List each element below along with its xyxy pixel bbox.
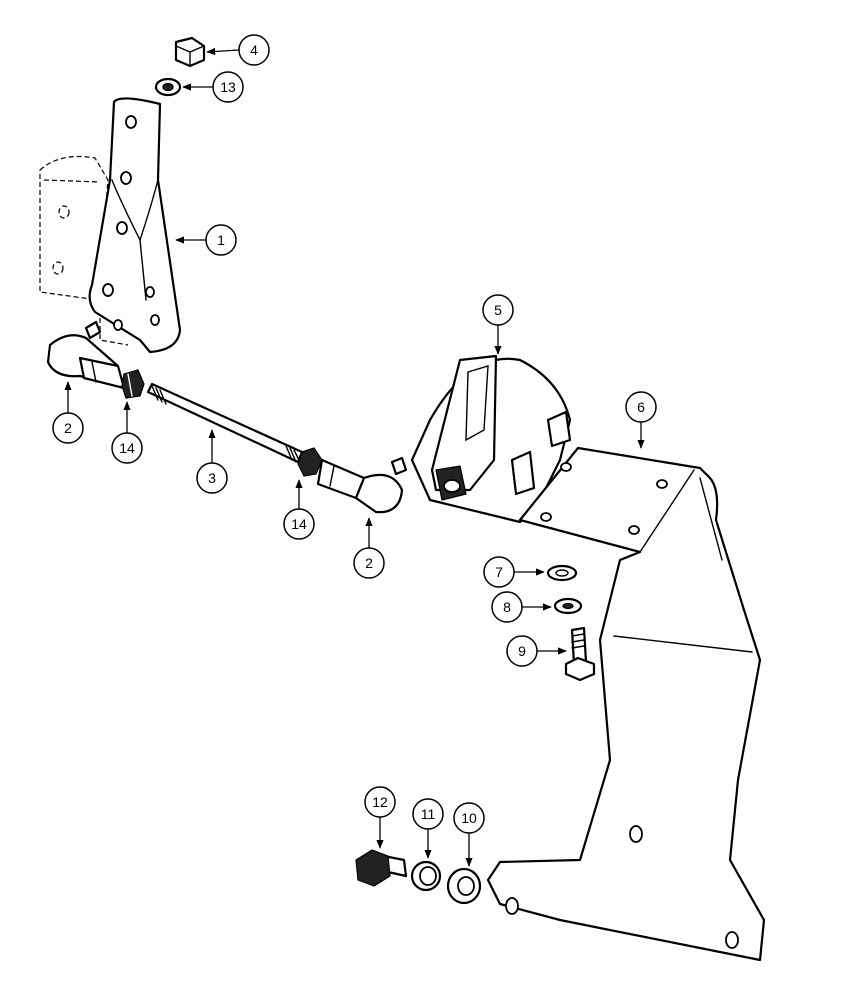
jam-nut-left-part bbox=[121, 369, 145, 399]
svg-text:7: 7 bbox=[495, 564, 503, 580]
svg-text:2: 2 bbox=[64, 420, 72, 436]
svg-text:6: 6 bbox=[637, 399, 645, 415]
callout-1: 1 bbox=[175, 224, 237, 256]
callout-3: 3 bbox=[196, 429, 228, 494]
ball-joint-left-part bbox=[46, 320, 126, 390]
callout-2-left: 2 bbox=[52, 381, 84, 444]
callout-6: 6 bbox=[625, 391, 657, 449]
bolt-part bbox=[564, 626, 596, 682]
nut-part bbox=[174, 36, 206, 68]
callout-14-left: 14 bbox=[111, 401, 143, 464]
split-washer-part bbox=[410, 860, 442, 892]
svg-text:14: 14 bbox=[119, 440, 135, 456]
lever-bracket-part bbox=[39, 97, 182, 354]
svg-text:2: 2 bbox=[365, 555, 373, 571]
callout-13: 13 bbox=[182, 71, 244, 103]
callout-2-right: 2 bbox=[353, 517, 385, 579]
svg-text:10: 10 bbox=[461, 810, 477, 826]
svg-text:9: 9 bbox=[518, 643, 526, 659]
svg-text:5: 5 bbox=[494, 302, 502, 318]
callout-8: 8 bbox=[491, 591, 552, 623]
threaded-rod-part bbox=[146, 382, 304, 464]
svg-text:11: 11 bbox=[421, 806, 436, 822]
ball-joint-right-part bbox=[316, 456, 408, 514]
large-washer-part bbox=[446, 867, 482, 905]
svg-text:4: 4 bbox=[250, 42, 258, 58]
svg-text:14: 14 bbox=[291, 516, 307, 532]
callout-5: 5 bbox=[482, 294, 514, 355]
callout-14-right: 14 bbox=[283, 479, 315, 540]
svg-text:8: 8 bbox=[503, 599, 511, 615]
svg-text:13: 13 bbox=[220, 79, 236, 95]
flat-washer-part bbox=[546, 564, 578, 582]
hex-bolt-part bbox=[355, 849, 408, 887]
callout-9: 9 bbox=[506, 635, 567, 667]
pivot-block-part bbox=[410, 354, 572, 524]
callout-12: 12 bbox=[364, 786, 396, 849]
callout-11: 11 bbox=[412, 798, 444, 859]
lock-washer-part bbox=[553, 597, 583, 615]
mounting-bracket-part bbox=[486, 446, 766, 962]
jam-nut-right-part bbox=[297, 447, 323, 477]
svg-text:3: 3 bbox=[208, 470, 216, 486]
callout-10: 10 bbox=[453, 802, 485, 867]
callout-4: 4 bbox=[206, 34, 270, 66]
svg-text:12: 12 bbox=[372, 794, 388, 810]
washer-part bbox=[154, 77, 182, 97]
svg-text:1: 1 bbox=[217, 232, 225, 248]
callout-7: 7 bbox=[483, 556, 545, 588]
